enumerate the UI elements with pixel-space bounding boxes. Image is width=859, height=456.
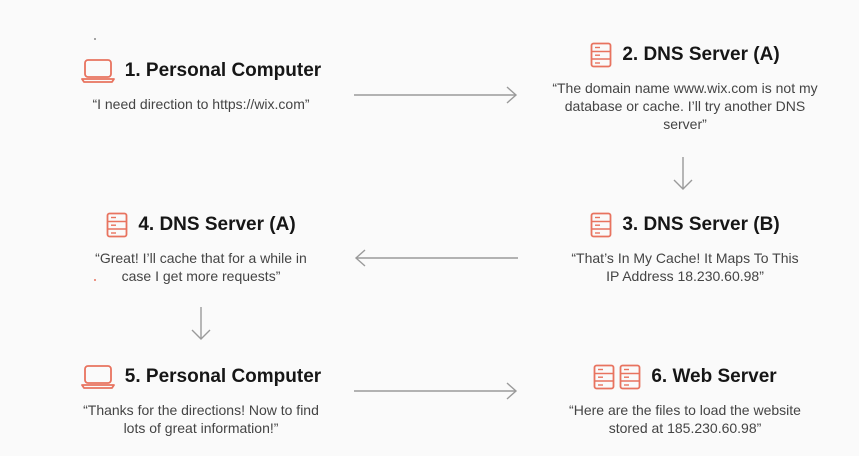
server-pair-icon — [593, 364, 641, 390]
step-1-title: 1. Personal Computer — [124, 60, 322, 81]
server-icon — [106, 212, 128, 238]
step-3-title: 3. DNS Server (B) — [622, 214, 780, 235]
speck-dot — [94, 38, 96, 40]
step-5-description: “Thanks for the directions! Now to find … — [83, 402, 319, 436]
step-4-node: 4. DNS Server (A) “Great! I’ll cache tha… — [61, 210, 341, 285]
step-5-node: 5. Personal Computer “Thanks for the dir… — [61, 362, 341, 437]
laptop-icon — [80, 59, 115, 83]
step-5-title-row: 5. Personal Computer — [61, 362, 341, 392]
step-1-description: “I need direction to https://wix.com” — [92, 96, 310, 112]
step-6-title: 6. Web Server — [651, 366, 777, 387]
step-5-title: 5. Personal Computer — [124, 366, 322, 387]
arrow-down-2-to-3 — [673, 157, 693, 190]
step-1-node: 1. Personal Computer “I need direction t… — [61, 56, 341, 113]
step-4-title: 4. DNS Server (A) — [138, 214, 296, 235]
step-4-description: “Great! I’ll cache that for a while in c… — [95, 250, 307, 284]
step-6-description: “Here are the files to load the website … — [569, 402, 801, 436]
arrow-right-5-to-6 — [354, 382, 518, 400]
server-icon — [590, 212, 612, 238]
step-3-description: “That’s In My Cache! It Maps To This IP … — [571, 250, 799, 284]
step-3-title-row: 3. DNS Server (B) — [545, 210, 825, 240]
step-1-title-row: 1. Personal Computer — [61, 56, 341, 86]
step-4-title-row: 4. DNS Server (A) — [61, 210, 341, 240]
step-6-title-row: 6. Web Server — [545, 362, 825, 392]
server-icon — [590, 42, 612, 68]
step-2-node: 2. DNS Server (A) “The domain name www.w… — [545, 40, 825, 133]
step-6-node: 6. Web Server “Here are the files to loa… — [545, 362, 825, 437]
speck-dot — [94, 279, 96, 281]
step-2-title-row: 2. DNS Server (A) — [545, 40, 825, 70]
arrow-left-3-to-4 — [354, 249, 518, 267]
laptop-icon — [80, 365, 115, 389]
arrow-down-4-to-5 — [191, 307, 211, 340]
step-2-title: 2. DNS Server (A) — [622, 44, 780, 65]
arrow-right-1-to-2 — [354, 86, 518, 104]
step-3-node: 3. DNS Server (B) “That’s In My Cache! I… — [545, 210, 825, 285]
step-2-description: “The domain name www.wix.com is not my d… — [552, 80, 818, 132]
